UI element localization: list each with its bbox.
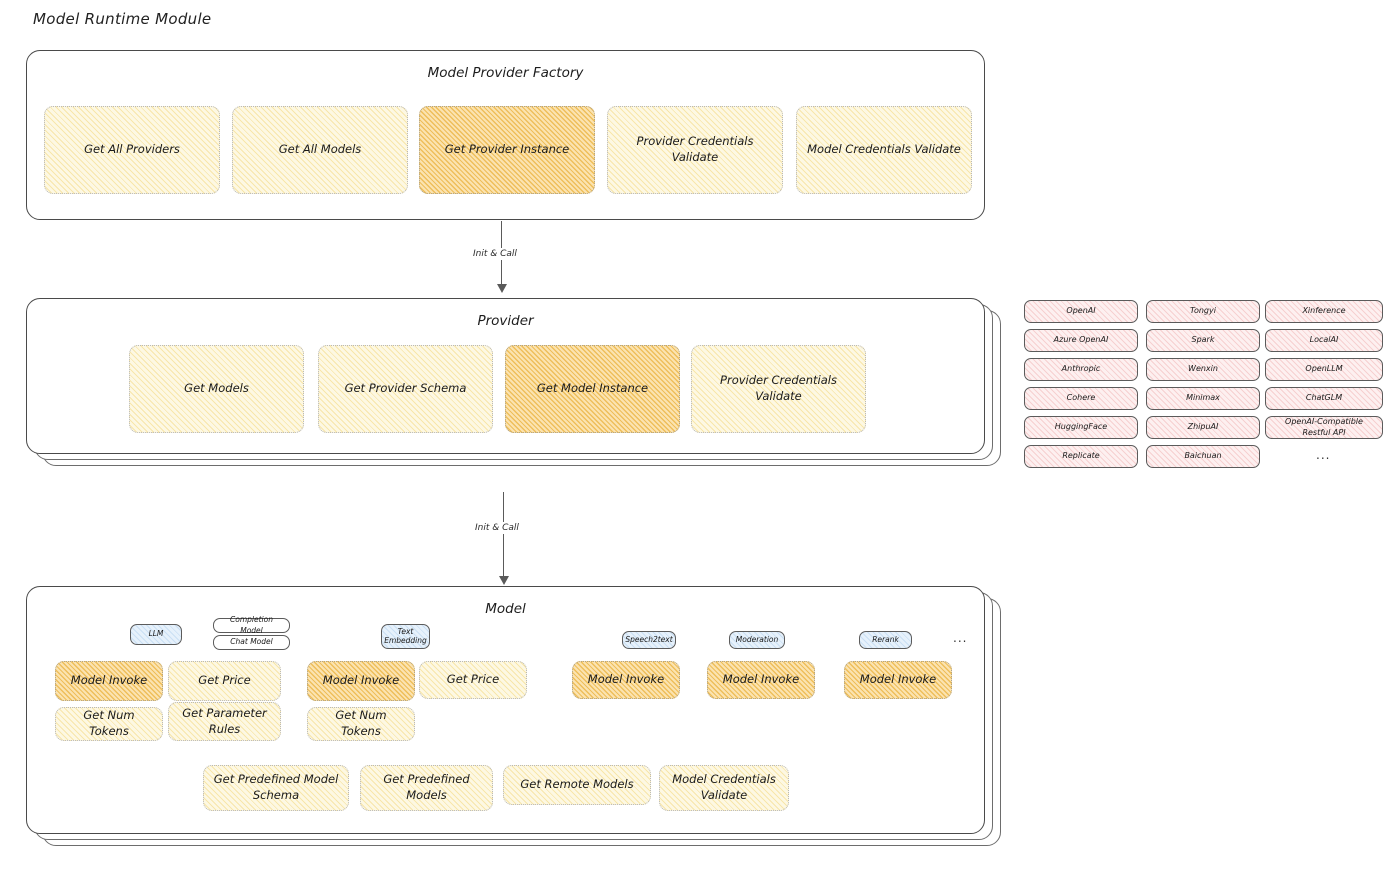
model-method-moderation-model-invoke[interactable]: Model Invoke (707, 661, 815, 699)
model-common-method-model-credentials-validate[interactable]: Model Credentials Validate (659, 765, 789, 811)
provider-chip-replicate[interactable]: Replicate (1024, 445, 1138, 468)
provider-box-get-models[interactable]: Get Models (129, 345, 304, 433)
model-provider-factory-card: Model Provider Factory Get All Providers… (26, 50, 985, 220)
model-badge-chat-model[interactable]: Chat Model (213, 635, 290, 650)
factory-box-provider-credentials-validate[interactable]: Provider Credentials Validate (607, 106, 783, 194)
model-method-llm-get-price[interactable]: Get Price (168, 661, 281, 701)
provider-box-provider-credentials-validate[interactable]: Provider Credentials Validate (691, 345, 866, 433)
model-method-llm-get-num-tokens[interactable]: Get Num Tokens (55, 707, 163, 741)
provider-title: Provider (477, 313, 534, 329)
page-title: Model Runtime Module (33, 10, 212, 28)
arrow-label-init-call-2: Init & Call (471, 522, 523, 534)
model-method-speech2text-model-invoke[interactable]: Model Invoke (572, 661, 680, 699)
provider-chip-tongyi[interactable]: Tongyi (1146, 300, 1260, 323)
provider-chip-cohere[interactable]: Cohere (1024, 387, 1138, 410)
provider-chip-azure-openai[interactable]: Azure OpenAI (1024, 329, 1138, 352)
provider-chip-openllm[interactable]: OpenLLM (1265, 358, 1383, 381)
provider-chip-zhipuai[interactable]: ZhipuAI (1146, 416, 1260, 439)
model-badge-completion-model[interactable]: Completion Model (213, 615, 290, 635)
model-common-method-get-predefined-models[interactable]: Get Predefined Models (360, 765, 493, 811)
provider-chip-xinference[interactable]: Xinference (1265, 300, 1383, 323)
model-type-chip-speech2text[interactable]: Speech2text (622, 631, 676, 649)
provider-chip-baichuan[interactable]: Baichuan (1146, 445, 1260, 468)
provider-chip-openai[interactable]: OpenAI (1024, 300, 1138, 323)
factory-box-get-all-models[interactable]: Get All Models (232, 106, 408, 194)
factory-box-model-credentials-validate[interactable]: Model Credentials Validate (796, 106, 972, 194)
provider-chip-localai[interactable]: LocalAI (1265, 329, 1383, 352)
provider-box-get-provider-schema[interactable]: Get Provider Schema (318, 345, 493, 433)
model-common-method-get-predefined-model-schema[interactable]: Get Predefined Model Schema (203, 765, 349, 811)
factory-box-get-provider-instance[interactable]: Get Provider Instance (419, 106, 595, 194)
provider-chip-wenxin[interactable]: Wenxin (1146, 358, 1260, 381)
provider-list-ellipsis: ... (1316, 448, 1331, 462)
provider-box-get-model-instance[interactable]: Get Model Instance (505, 345, 680, 433)
provider-chip-minimax[interactable]: Minimax (1146, 387, 1260, 410)
model-method-rerank-model-invoke[interactable]: Model Invoke (844, 661, 952, 699)
factory-box-get-all-providers[interactable]: Get All Providers (44, 106, 220, 194)
provider-chip-chatglm[interactable]: ChatGLM (1265, 387, 1383, 410)
model-common-method-get-remote-models[interactable]: Get Remote Models (503, 765, 651, 805)
arrow-line (503, 492, 505, 576)
model-provider-factory-title: Model Provider Factory (427, 65, 584, 81)
provider-chip-openai-compatible-restful-api[interactable]: OpenAI-Compatible Restful API (1265, 416, 1383, 439)
provider-chip-spark[interactable]: Spark (1146, 329, 1260, 352)
model-method-text-embedding-get-price[interactable]: Get Price (419, 661, 527, 699)
model-type-chip-rerank[interactable]: Rerank (859, 631, 912, 649)
model-title: Model (485, 601, 526, 617)
arrow-head-icon (498, 576, 509, 585)
model-type-ellipsis: ... (953, 631, 968, 645)
model-type-chip-moderation[interactable]: Moderation (729, 631, 785, 649)
arrow-head-icon (496, 284, 507, 293)
model-method-llm-model-invoke[interactable]: Model Invoke (55, 661, 163, 701)
model-type-chip-llm[interactable]: LLM (130, 624, 182, 645)
model-type-chip-text-embedding[interactable]: Text Embedding (381, 624, 430, 649)
model-method-text-embedding-model-invoke[interactable]: Model Invoke (307, 661, 415, 701)
provider-chip-huggingface[interactable]: HuggingFace (1024, 416, 1138, 439)
provider-chip-anthropic[interactable]: Anthropic (1024, 358, 1138, 381)
model-method-text-embedding-get-num-tokens[interactable]: Get Num Tokens (307, 707, 415, 741)
arrow-label-init-call-1: Init & Call (469, 248, 521, 260)
model-method-llm-get-parameter-rules[interactable]: Get Parameter Rules (168, 702, 281, 741)
